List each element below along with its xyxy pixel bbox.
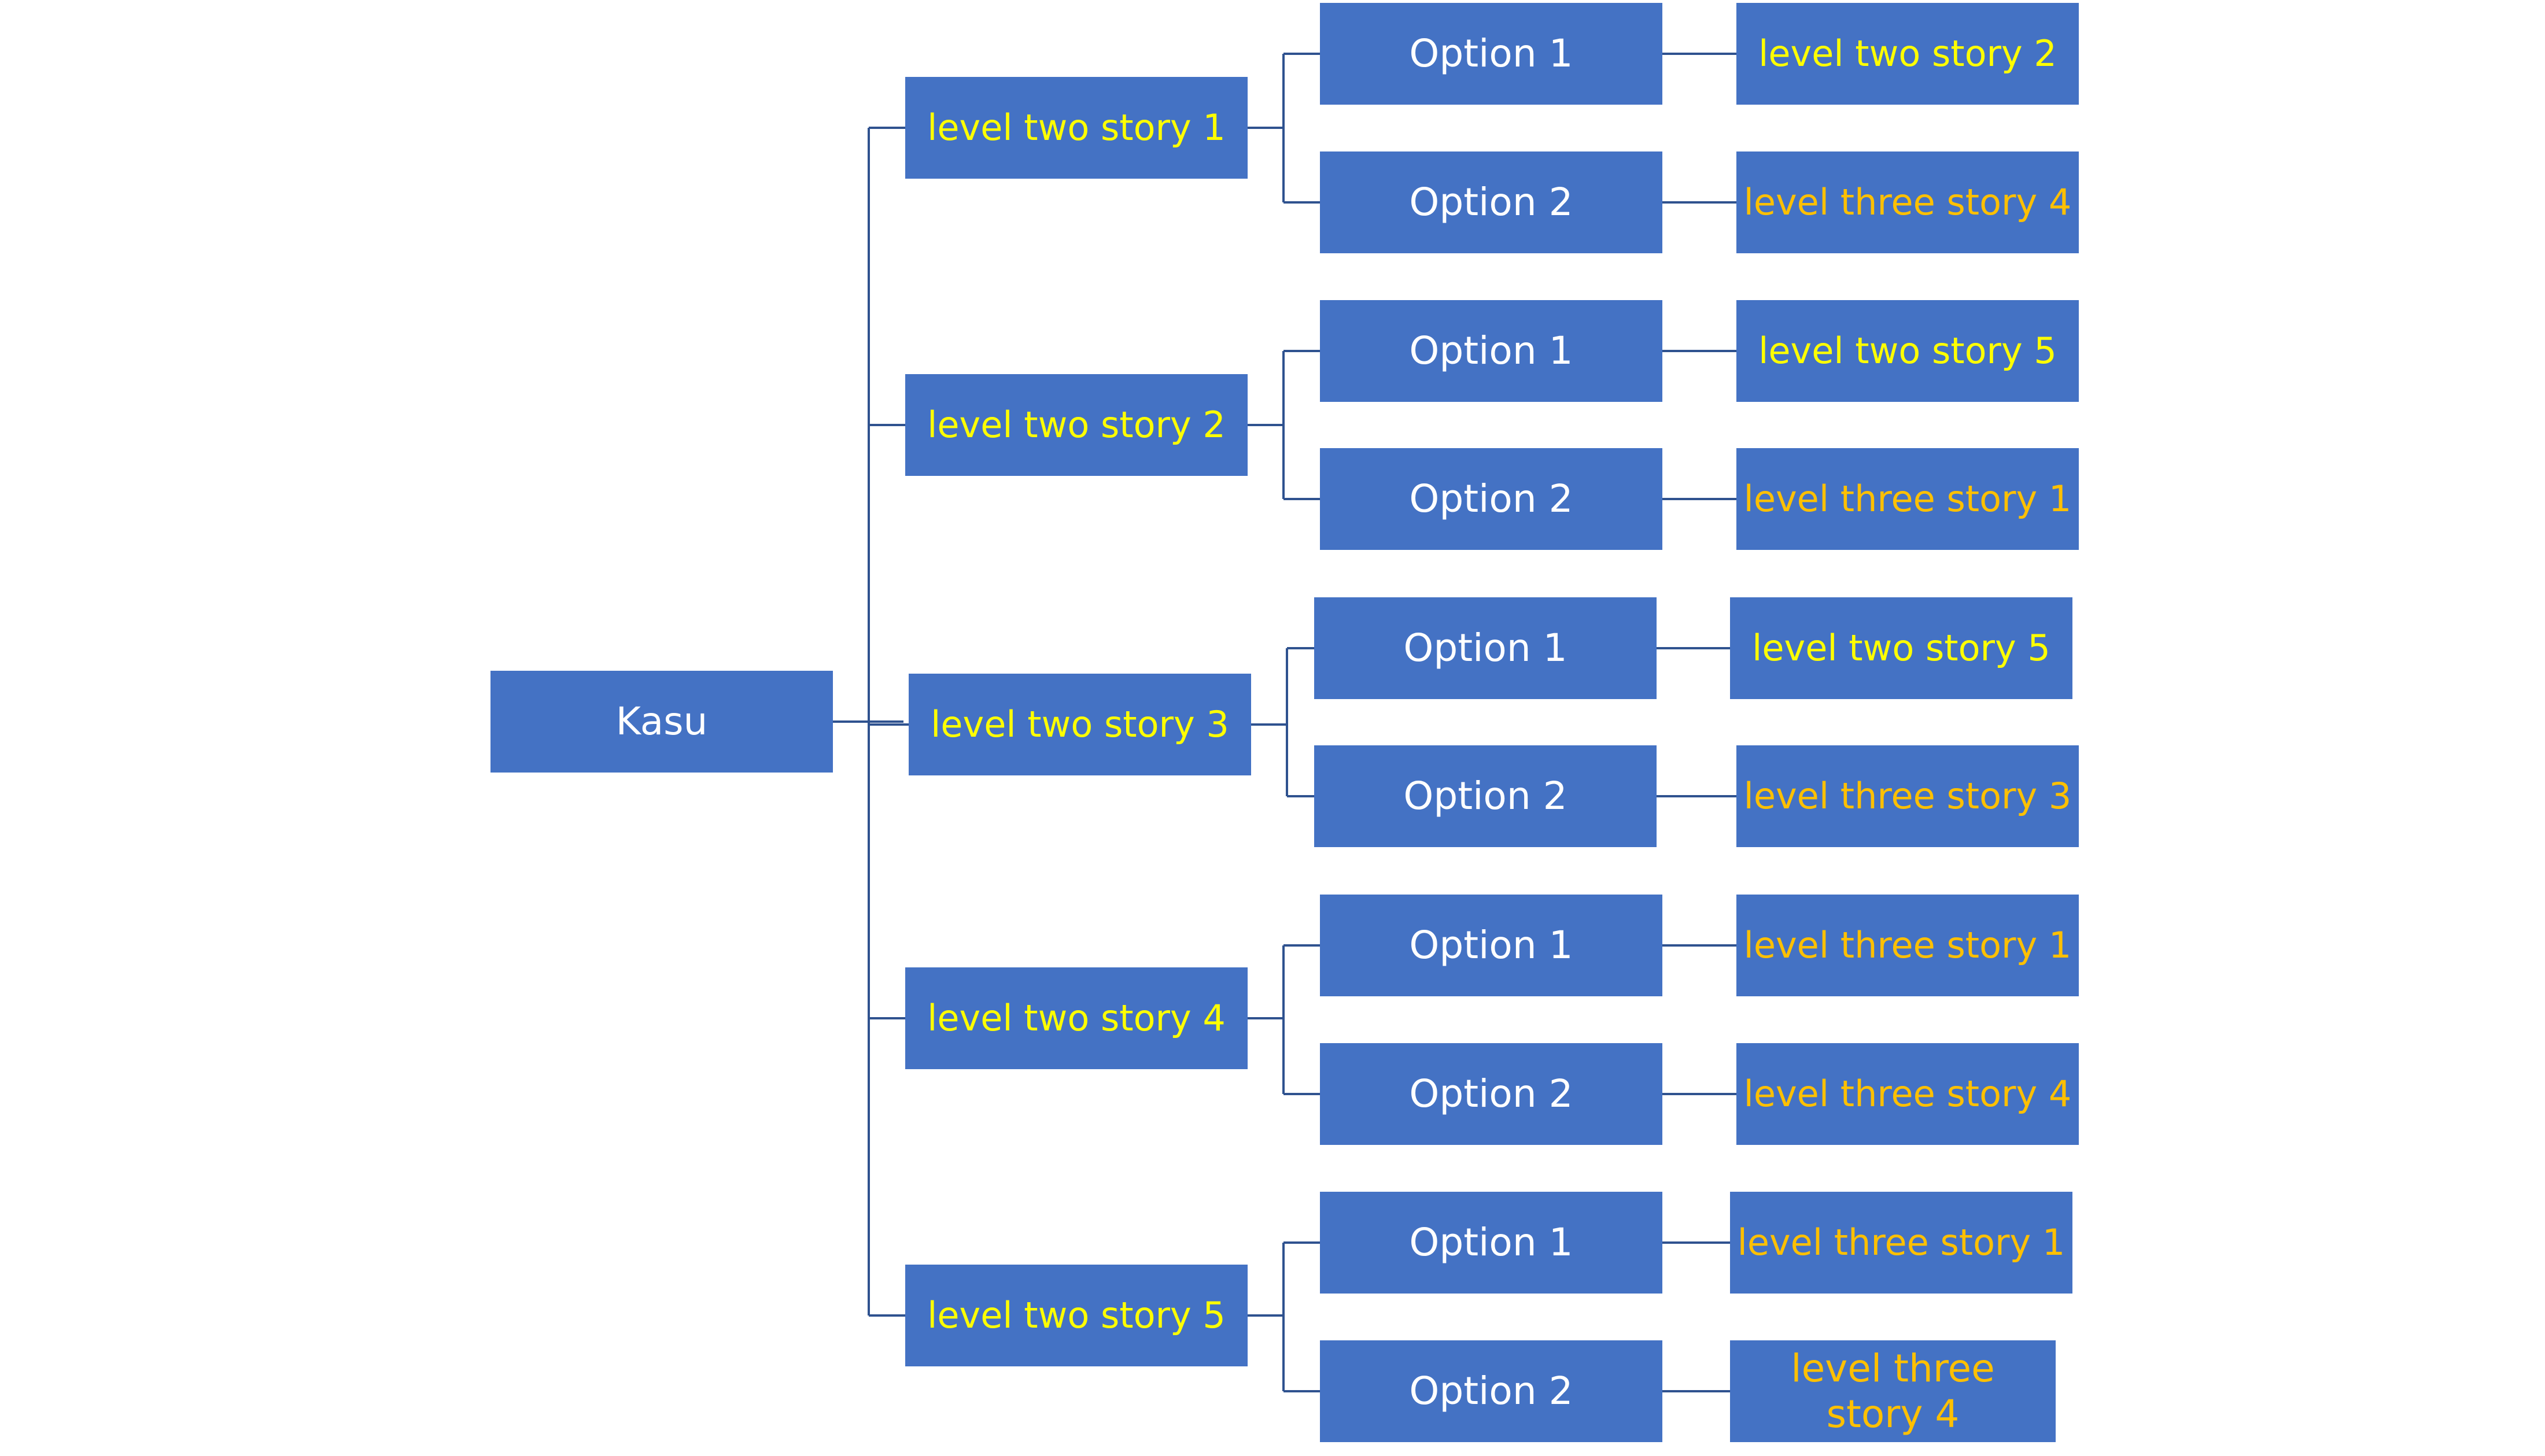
option-node-2-1: Option 1: [1320, 300, 1662, 402]
option-node-1-2: Option 2: [1320, 151, 1662, 253]
level-two-node-1: level two story 1: [905, 77, 1248, 179]
level-two-node-3: level two story 3: [909, 674, 1251, 775]
option-node-4-2: Option 2: [1320, 1043, 1662, 1145]
outcome-node-5-1: level three story 1: [1730, 1192, 2072, 1294]
option-node-5-2: Option 2: [1320, 1340, 1662, 1442]
outcome-node-2-1: level two story 5: [1736, 300, 2079, 402]
outcome-node-1-1: level two story 2: [1736, 3, 2079, 105]
outcome-node-4-2: level three story 4: [1736, 1043, 2079, 1145]
level-two-node-4: level two story 4: [905, 967, 1248, 1069]
option-node-2-2: Option 2: [1320, 448, 1662, 550]
outcome-node-4-1: level three story 1: [1736, 895, 2079, 996]
option-node-4-1: Option 1: [1320, 895, 1662, 996]
root-node: Kasu: [490, 671, 833, 773]
option-node-3-1: Option 1: [1314, 597, 1657, 699]
level-two-node-2: level two story 2: [905, 374, 1248, 476]
outcome-node-3-1: level two story 5: [1730, 597, 2072, 699]
outcome-node-3-2: level three story 3: [1736, 745, 2079, 847]
outcome-node-1-2: level three story 4: [1736, 151, 2079, 253]
outcome-node-5-2: level three story 4: [1730, 1340, 2056, 1442]
level-two-node-5: level two story 5: [905, 1265, 1248, 1366]
option-node-1-1: Option 1: [1320, 3, 1662, 105]
outcome-node-2-2: level three story 1: [1736, 448, 2079, 550]
option-node-5-1: Option 1: [1320, 1192, 1662, 1294]
option-node-3-2: Option 2: [1314, 745, 1657, 847]
